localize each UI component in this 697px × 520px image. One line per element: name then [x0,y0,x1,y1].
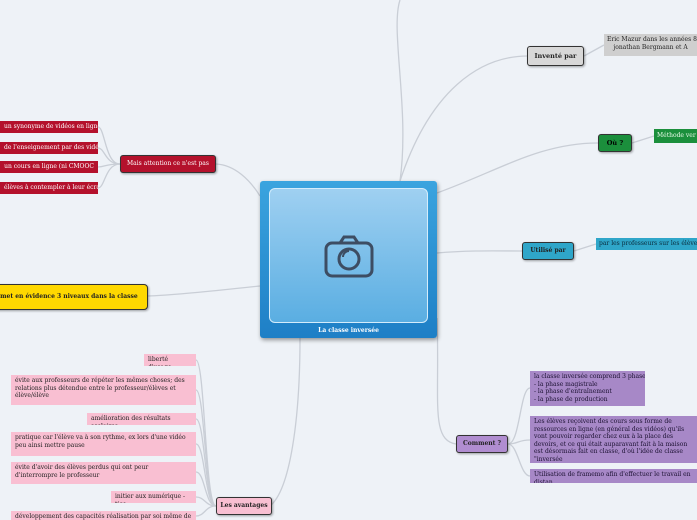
branch-attention[interactable]: Mais attention ce n'est pas [120,155,216,173]
comment-detail-framemo: Utilisation de framemo afin d'effectuer … [530,469,697,483]
central-topic[interactable]: La classe inversée [260,181,437,338]
branch-utilise-par[interactable]: Utilisé par [522,242,574,260]
avantage-numerique: initier aux numérique - tice [111,491,196,503]
camera-icon [324,235,374,278]
central-image [269,188,428,323]
attention-detail-2: de l'enseignement par des vidéos [0,142,98,154]
attention-detail-1: un synonyme de vidéos en ligne [0,121,98,133]
avantage-rythme: pratique car l'élève va à son rythme, ex… [11,432,196,456]
avantage-eleves-perdus: évite d'avoir des élèves perdus qui ont … [11,462,196,484]
avantage-liberte: liberté d'usage [144,354,196,366]
invente-par-detail: Eric Mazur dans les années 80 jonathan B… [604,34,697,56]
attention-detail-3: un cours en ligne (ni CMOOC [0,161,98,173]
utilise-par-detail: par les professeurs sur les élèves [596,238,697,250]
ou-detail: Méthode ver [654,129,697,143]
avantage-resultats: amélioration des résultats scolaires [87,413,196,425]
branch-avantages[interactable]: Les avantages [216,497,272,515]
comment-detail-ressources: Les élèves reçoivent des cours sous form… [530,416,697,463]
avantage-repetition: évite aux professeurs de répéter les mêm… [11,375,196,405]
avantage-capacites: développement des capacités réalisation … [11,511,196,520]
branch-comment[interactable]: Comment ? [456,435,508,453]
central-title: La classe inversée [318,327,379,334]
branch-ou[interactable]: Où ? [598,134,632,152]
branch-invente-par[interactable]: Inventé par [527,46,584,66]
attention-detail-4: élèves à contempler à leur écran [0,182,98,194]
branch-niveaux[interactable]: Il met en évidence 3 niveaux dans la cla… [0,284,148,310]
comment-detail-phases: la classe inversée comprend 3 phases: - … [530,371,645,406]
